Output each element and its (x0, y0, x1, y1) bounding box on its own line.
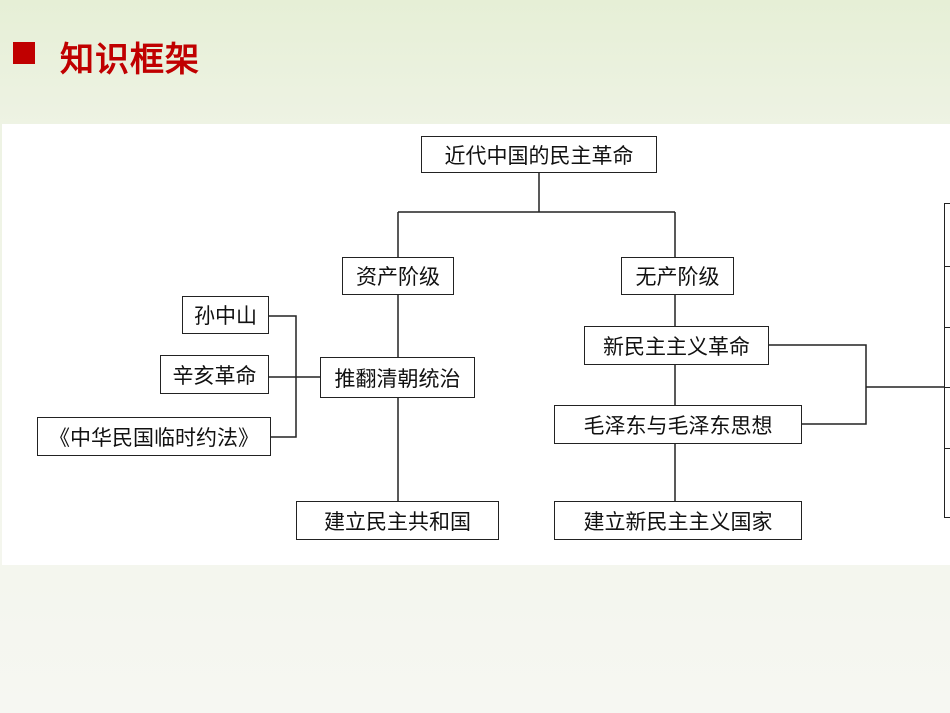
root-connector (397, 172, 676, 257)
xinhai-revolution-node: 辛亥革命 (160, 355, 269, 394)
new-democratic-revolution-node: 新民主主义革命 (584, 326, 769, 365)
new-democratic-state-node: 建立新民主主义国家 (554, 501, 802, 540)
cause-bracket (268, 315, 320, 438)
democratic-republic-node: 建立民主共和国 (296, 501, 499, 540)
square-bullet-icon (13, 42, 35, 64)
offscreen-node-4 (944, 387, 950, 449)
sun-yatsen-node: 孙中山 (182, 296, 269, 334)
overthrow-qing-node: 推翻清朝统治 (320, 357, 475, 398)
provisional-constitution-node: 《中华民国临时约法》 (37, 417, 271, 456)
slide-header: 知识框架 (0, 0, 950, 124)
offscreen-node-5 (944, 448, 950, 518)
mao-zedong-node: 毛泽东与毛泽东思想 (554, 405, 802, 444)
right-bracket (768, 344, 944, 425)
slide-title: 知识框架 (60, 40, 200, 80)
root-node: 近代中国的民主革命 (421, 136, 657, 173)
proletariat-node: 无产阶级 (621, 257, 734, 295)
offscreen-node-2 (944, 266, 950, 328)
bourgeoisie-node: 资产阶级 (342, 257, 454, 295)
offscreen-node-3 (944, 327, 950, 388)
offscreen-node-1 (944, 203, 950, 267)
